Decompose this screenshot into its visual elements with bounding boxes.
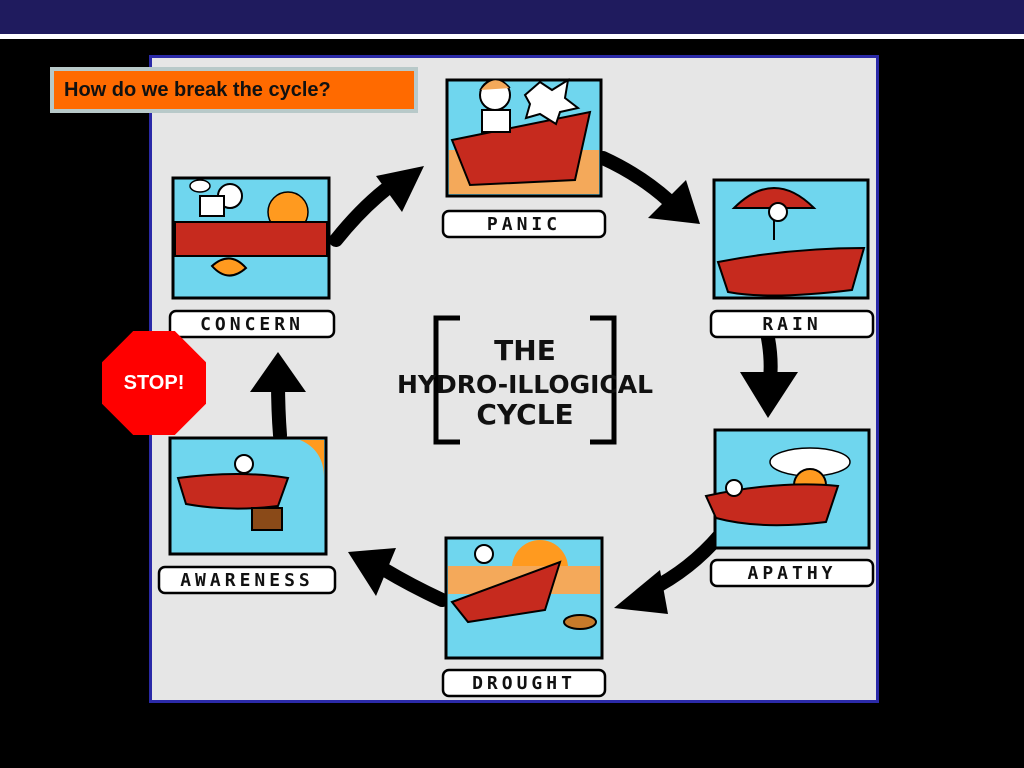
arrowhead-panic <box>376 166 424 212</box>
stop-sign: STOP! <box>102 331 206 435</box>
panel-panic <box>445 77 603 198</box>
stage-label-concern: CONCERN <box>200 314 304 335</box>
question-callout: How do we break the cycle? <box>50 67 418 113</box>
label-box-drought <box>441 668 607 698</box>
panel-drought <box>444 536 604 660</box>
panel-rain <box>712 178 870 300</box>
stage-label-panic: PANIC <box>487 214 561 235</box>
arrowhead-apathy <box>740 372 798 418</box>
label-box-concern <box>168 309 336 339</box>
center-title-line-2: HYDRO-ILLOGICAL <box>397 370 653 399</box>
center-bracket-left <box>433 315 460 445</box>
center-title-line-3: CYCLE <box>476 398 573 431</box>
label-box-apathy <box>709 558 875 588</box>
arrow-panic-to-rain <box>596 151 675 207</box>
arrow-heads <box>250 166 798 614</box>
banner-divider <box>0 34 1024 39</box>
stage-label-awareness: AWARENESS <box>180 570 314 591</box>
arrowhead-rain <box>648 180 700 224</box>
center-title-line-1: THE <box>494 334 556 367</box>
arrowhead-awareness <box>348 548 396 596</box>
panel-concern <box>171 176 331 300</box>
stage-labels: PANIC RAIN APATHY DROUGHT AWARENESS CONC… <box>157 209 875 698</box>
label-box-panic <box>441 209 607 239</box>
center-title-block: THE HYDRO-ILLOGICAL CYCLE <box>397 315 653 445</box>
label-box-rain <box>709 309 875 339</box>
panel-awareness <box>168 436 328 556</box>
arrow-concern-to-panic <box>329 183 392 247</box>
label-box-awareness <box>157 565 337 595</box>
stage-label-apathy: APATHY <box>747 563 836 584</box>
center-bracket-right <box>590 315 617 445</box>
arrowhead-drought <box>614 570 668 614</box>
stage-label-drought: DROUGHT <box>472 673 576 694</box>
arrow-drought-to-awareness <box>378 563 449 607</box>
panel-apathy <box>704 428 871 550</box>
top-banner <box>0 0 1024 34</box>
stage-label-rain: RAIN <box>762 314 821 335</box>
stop-sign-text: STOP! <box>123 372 185 394</box>
arrowhead-concern <box>250 352 306 392</box>
